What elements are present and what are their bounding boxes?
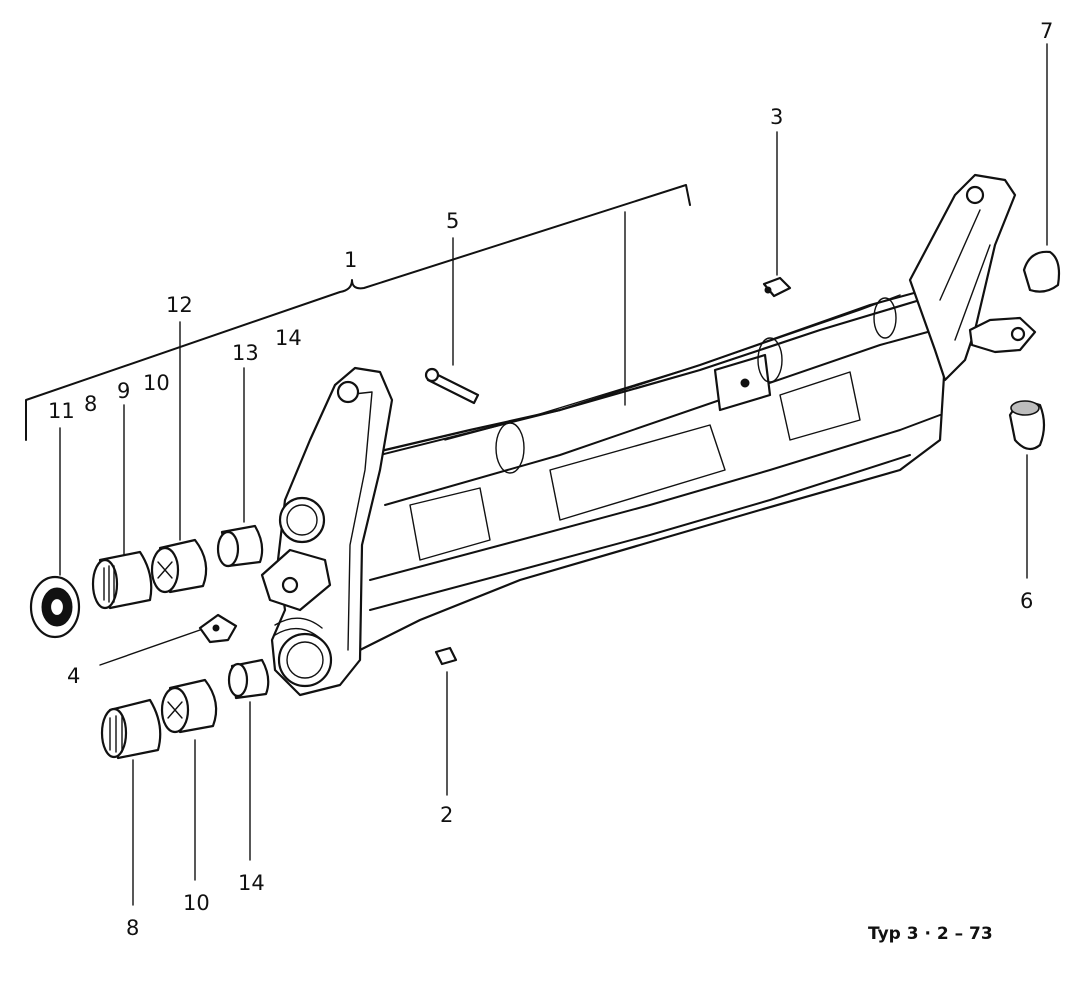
bush-part-13 [216, 524, 264, 568]
callout-5: 5 [446, 209, 459, 233]
callout-13: 13 [232, 341, 259, 365]
callout-1: 1 [344, 248, 357, 272]
rubber-buffer-part-6 [1008, 400, 1046, 451]
figure-caption: Typ 3 · 2 – 73 [868, 924, 993, 944]
callout-14-bottom: 14 [238, 871, 265, 895]
callout-10-bottom: 10 [183, 891, 210, 915]
callout-6: 6 [1020, 589, 1033, 613]
callout-labels: 1 2 3 4 5 6 7 8 8 9 10 10 11 12 13 14 14… [48, 19, 1053, 944]
callout-9: 9 [117, 379, 130, 403]
bush-part-14-bottom [227, 658, 270, 700]
callout-12: 12 [166, 293, 193, 317]
bush-part-10-bottom [160, 678, 218, 734]
needle-bearing-part-8-bottom [100, 698, 162, 760]
callout-7: 7 [1040, 19, 1053, 43]
callout-11: 11 [48, 399, 75, 423]
axle-beam [298, 211, 947, 652]
callout-2: 2 [440, 803, 453, 827]
bush-part-12 [150, 538, 208, 594]
needle-bearing-part-9 [91, 550, 153, 610]
seal-part-11-top [29, 575, 81, 639]
rubber-buffer-part-7 [1022, 250, 1061, 293]
callout-4: 4 [67, 664, 80, 688]
bolt-part-5 [424, 367, 480, 405]
grease-nipple-part-3 [762, 276, 792, 298]
leader-lines [25, 43, 1048, 906]
callout-8-bottom: 8 [126, 916, 139, 940]
callout-3: 3 [770, 105, 783, 129]
right-trailing-arm [908, 173, 1037, 382]
grease-nipple-part-2 [434, 646, 458, 666]
callout-14-top: 14 [275, 326, 302, 350]
left-trailing-arm [260, 366, 394, 697]
callout-10-top: 10 [143, 371, 170, 395]
callout-8-top: 8 [84, 392, 97, 416]
lock-plate-part-4 [198, 613, 238, 644]
